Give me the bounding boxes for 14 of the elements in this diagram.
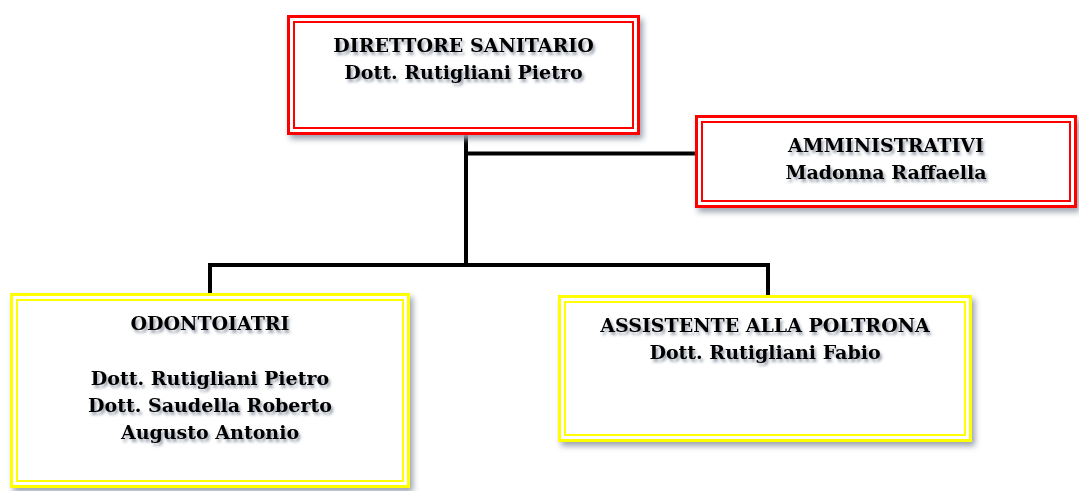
role-title: AMMINISTRATIVI bbox=[788, 133, 984, 158]
person-name: Dott. Rutigliani Pietro bbox=[344, 60, 583, 85]
role-box bbox=[695, 115, 1077, 208]
role-box bbox=[10, 293, 410, 488]
role-title: ODONTOIATRI bbox=[130, 311, 290, 336]
role-box bbox=[558, 295, 972, 442]
person-name: Madonna Raffaella bbox=[785, 160, 987, 185]
role-title: DIRETTORE SANITARIO bbox=[333, 33, 594, 58]
person-name: Dott. Rutigliani Fabio bbox=[649, 340, 881, 365]
role-title: ASSISTENTE ALLA POLTRONA bbox=[600, 313, 930, 338]
role-box bbox=[287, 15, 640, 135]
person-name: Dott. Saudella Roberto bbox=[88, 393, 332, 418]
person-name: Augusto Antonio bbox=[120, 420, 300, 445]
person-name: Dott. Rutigliani Pietro bbox=[90, 366, 330, 391]
